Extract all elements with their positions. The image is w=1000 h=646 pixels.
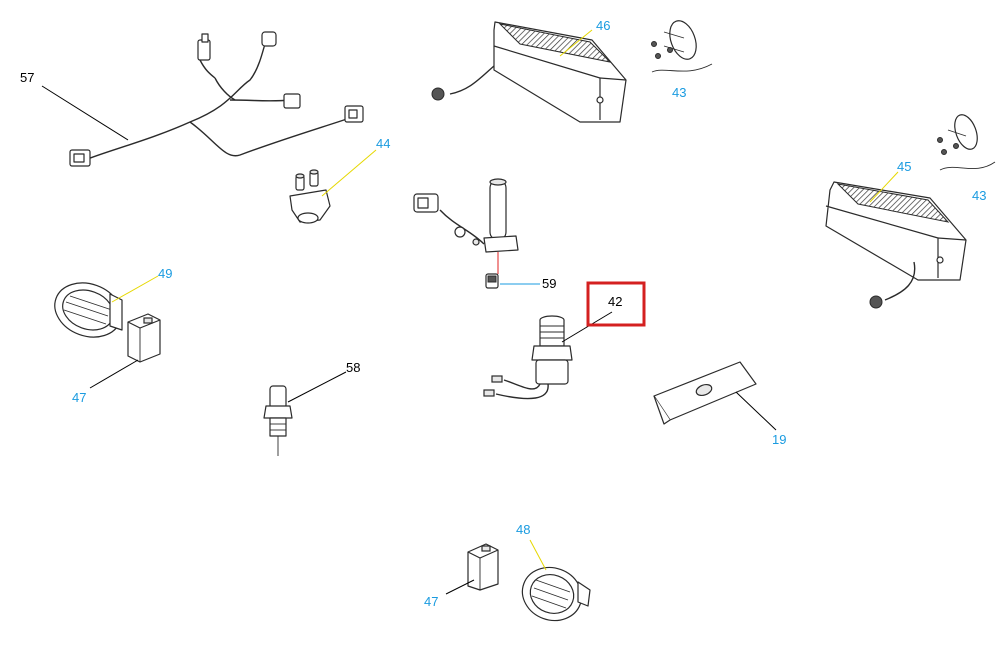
label-19: 19: [772, 432, 786, 447]
leader-44: [321, 149, 377, 197]
leader-47-bottom: [445, 579, 475, 595]
label-42: 42: [608, 294, 622, 309]
label-47-bottom: 47: [424, 594, 438, 609]
sensor-assembly[interactable]: [413, 178, 519, 253]
label-45: 45: [897, 159, 911, 174]
leader-42: [561, 311, 613, 343]
work-light-49[interactable]: [47, 274, 129, 346]
module-47-bottom[interactable]: [467, 543, 499, 591]
label-49: 49: [158, 266, 172, 281]
leader-58: [287, 371, 347, 403]
pressure-switch-42[interactable]: [483, 315, 573, 400]
highlight-box-42: [586, 281, 646, 327]
label-59: 59: [542, 276, 556, 291]
leader-46: [559, 29, 593, 57]
hardware-43-top[interactable]: [651, 17, 713, 73]
label-57: 57: [20, 70, 34, 85]
leader-57: [41, 85, 129, 141]
label-43-top: 43: [672, 85, 686, 100]
hardware-43-right[interactable]: [937, 112, 996, 171]
leader-45: [869, 171, 899, 203]
label-43-right: 43: [972, 188, 986, 203]
pressure-switch-44[interactable]: [289, 169, 331, 224]
plate-19[interactable]: [653, 361, 757, 425]
module-47-left[interactable]: [127, 313, 161, 363]
bolt-59[interactable]: [485, 273, 499, 289]
work-light-48[interactable]: [515, 559, 591, 628]
leader-48: [529, 539, 547, 571]
label-47-left: 47: [72, 390, 86, 405]
label-44: 44: [376, 136, 390, 151]
label-48: 48: [516, 522, 530, 537]
light-bar-45[interactable]: [825, 181, 967, 309]
light-bar-46[interactable]: [431, 21, 627, 123]
leader-47-left: [89, 359, 139, 389]
label-58: 58: [346, 360, 360, 375]
label-46: 46: [596, 18, 610, 33]
wiring-harness-57[interactable]: [69, 31, 364, 167]
leader-49: [111, 275, 159, 303]
leader-19: [735, 391, 777, 431]
sender-58[interactable]: [263, 385, 293, 456]
